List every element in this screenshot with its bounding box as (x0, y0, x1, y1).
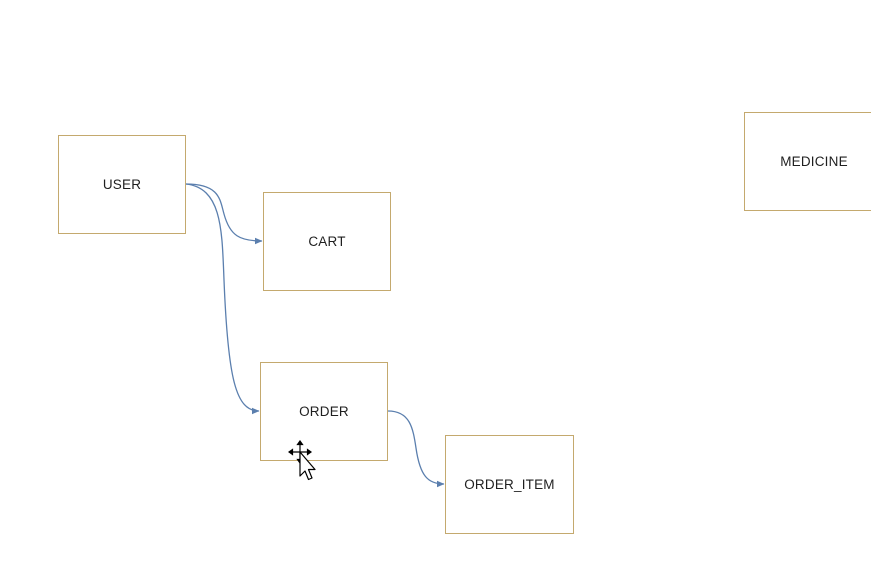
connector-user-cart[interactable] (185, 183, 263, 245)
entity-order-item[interactable]: ORDER_ITEM (445, 435, 574, 534)
entity-order-item-label: ORDER_ITEM (464, 477, 555, 492)
connector-order-order-item[interactable] (387, 410, 445, 488)
entity-medicine[interactable]: MEDICINE (744, 112, 871, 211)
entity-order[interactable]: ORDER (260, 362, 388, 461)
entity-user-label: USER (102, 177, 142, 192)
entity-medicine-label: MEDICINE (780, 154, 848, 169)
entity-user[interactable]: USER (58, 135, 186, 234)
entity-cart-label: CART (308, 234, 346, 249)
entity-cart[interactable]: CART (263, 192, 391, 291)
connector-user-order[interactable] (185, 183, 260, 415)
entity-order-label: ORDER (299, 404, 349, 419)
